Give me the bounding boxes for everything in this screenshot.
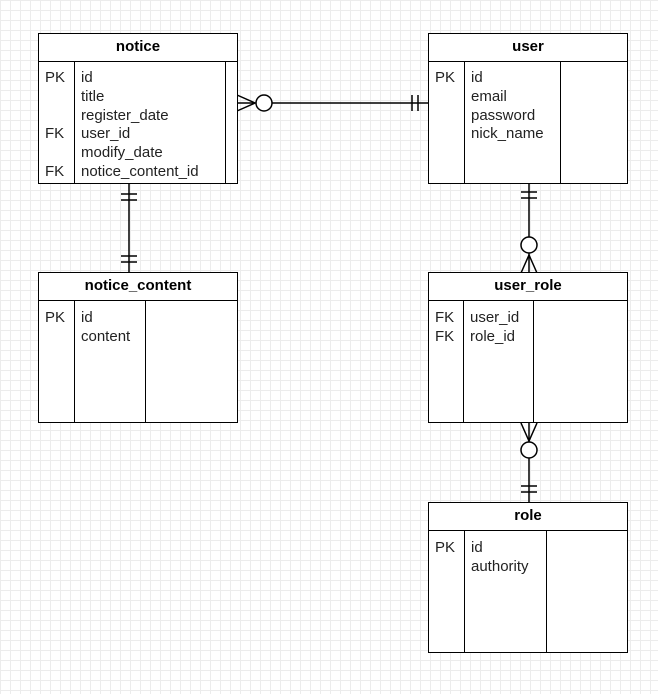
field-column-divider: [533, 301, 534, 422]
field-name: authority: [471, 558, 529, 575]
entity-title: role: [429, 503, 627, 531]
relationship-notice-notice-content: [121, 183, 137, 273]
zero-circle-marker: [255, 94, 273, 112]
field-name: user_id: [470, 309, 520, 326]
field-name: password: [471, 107, 536, 124]
key-column-divider: [74, 62, 75, 183]
field-name: email: [471, 88, 507, 105]
zero-circle-marker: [520, 236, 538, 254]
key-label: PK: [45, 69, 66, 86]
key-column-divider: [74, 301, 75, 422]
key-label: FK: [45, 125, 65, 142]
key-column-divider: [464, 531, 465, 652]
key-label: FK: [45, 163, 65, 180]
field-name: id: [81, 69, 93, 86]
entity-user[interactable]: user PK id email password nick_name: [428, 33, 628, 184]
field-name: user_id: [81, 125, 131, 142]
key-column-divider: [464, 62, 465, 183]
field-name: id: [81, 309, 93, 326]
crows-foot-many-marker: [520, 422, 538, 443]
field-column-divider: [546, 531, 547, 652]
field-name: id: [471, 539, 483, 556]
field-name: title: [81, 88, 105, 105]
field-name: id: [471, 69, 483, 86]
field-name: notice_content_id: [81, 163, 199, 180]
entity-title: notice: [39, 34, 237, 62]
crows-foot-many-marker: [520, 253, 538, 274]
crows-foot-many-marker: [236, 94, 257, 112]
relationship-notice-user: [236, 94, 428, 112]
field-column-divider: [145, 301, 146, 422]
entity-notice-content[interactable]: notice_content PK id content: [38, 272, 238, 423]
field-name: modify_date: [81, 144, 163, 161]
entity-notice[interactable]: notice PK id title register_date FK user…: [38, 33, 238, 184]
key-label: FK: [435, 328, 455, 345]
entity-role[interactable]: role PK id authority: [428, 502, 628, 653]
field-name: role_id: [470, 328, 516, 345]
field-column-divider: [560, 62, 561, 183]
entity-title: user: [429, 34, 627, 62]
field-name: nick_name: [471, 125, 544, 142]
key-column-divider: [463, 301, 464, 422]
entity-title: notice_content: [39, 273, 237, 301]
field-name: content: [81, 328, 131, 345]
entity-title: user_role: [429, 273, 627, 301]
key-label: FK: [435, 309, 455, 326]
key-label: PK: [435, 69, 456, 86]
zero-circle-marker: [520, 441, 538, 459]
key-label: PK: [45, 309, 66, 326]
field-name: register_date: [81, 107, 169, 124]
field-column-divider: [225, 62, 226, 183]
relationship-user-user-role: [520, 183, 538, 274]
entity-user-role[interactable]: user_role FK user_id FK role_id: [428, 272, 628, 423]
key-label: PK: [435, 539, 456, 556]
relationship-user-role-role: [520, 422, 538, 503]
